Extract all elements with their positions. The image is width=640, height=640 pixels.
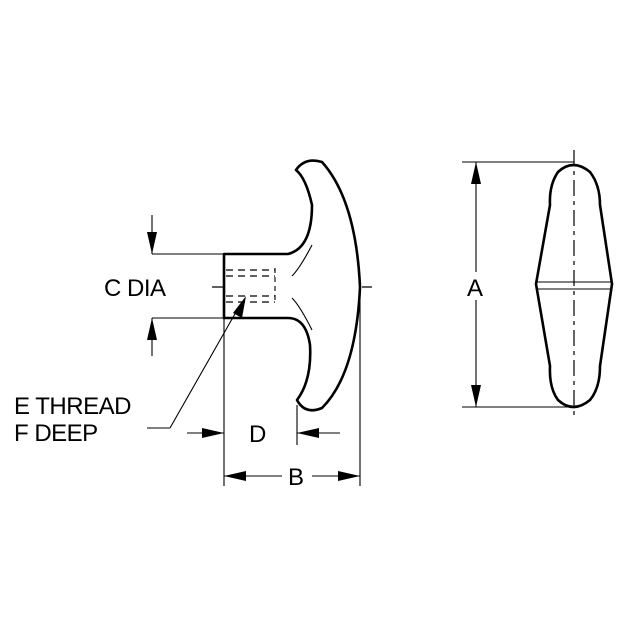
side-view xyxy=(212,159,372,412)
thread-leader-line xyxy=(169,304,241,429)
a-arrow-top xyxy=(471,162,481,184)
b-label: B xyxy=(288,464,304,491)
a-arrow-bottom xyxy=(471,385,481,407)
e-thread-label: E THREAD xyxy=(14,393,131,420)
dimension-a: A xyxy=(462,161,574,408)
thread-leader-arrow xyxy=(233,296,246,318)
d-arrow-right xyxy=(297,428,319,438)
a-label: A xyxy=(467,275,483,302)
c-arrow-bottom xyxy=(147,318,157,340)
handle-inner-edge xyxy=(291,244,313,331)
dimension-c: C DIA xyxy=(104,215,224,356)
dimension-d: D xyxy=(187,318,340,486)
f-deep-label: F DEEP xyxy=(14,420,98,447)
c-dia-label: C DIA xyxy=(104,275,166,302)
handle-outline xyxy=(222,159,362,412)
c-arrow-top xyxy=(147,232,157,254)
end-view xyxy=(534,150,614,420)
dimension-b: B xyxy=(224,287,361,491)
d-arrow-left xyxy=(202,428,224,438)
b-arrow-left xyxy=(224,471,246,481)
b-arrow-right xyxy=(338,471,360,481)
d-label: D xyxy=(249,421,266,448)
thread-callout: E THREAD F DEEP xyxy=(14,296,246,447)
